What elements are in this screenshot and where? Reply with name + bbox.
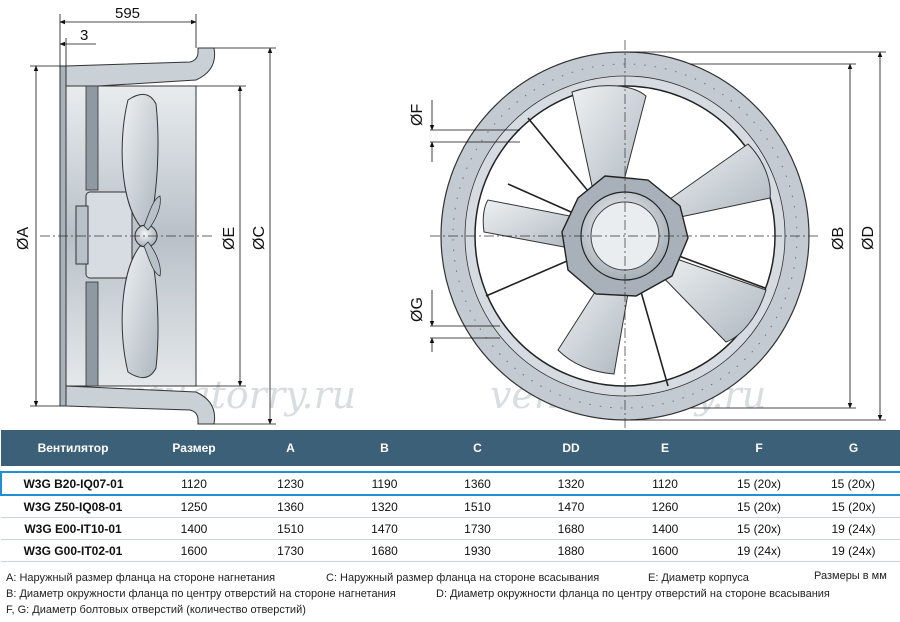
dim-3-label: 3 bbox=[80, 27, 88, 44]
label-dim-E: ØE bbox=[221, 227, 238, 250]
label-dim-A: ØA bbox=[15, 227, 32, 250]
legend-a: A: Наружный размер фланца на стороне наг… bbox=[6, 572, 276, 584]
front-blade-upper-right bbox=[659, 143, 771, 221]
header-e: E bbox=[618, 430, 712, 466]
fan-dimension-drawing: ventilatorry.ru ventilatorry.ru 595 3 bbox=[15, 5, 886, 430]
header-a: A bbox=[243, 430, 338, 466]
legend-b: B: Диаметр окружности фланца по центру о… bbox=[6, 588, 396, 600]
side-motor-front bbox=[75, 205, 89, 265]
header-b: B bbox=[338, 430, 431, 466]
side-motor bbox=[85, 191, 133, 279]
front-blade-lower-right bbox=[653, 255, 767, 343]
table-row[interactable]: W3G E00-IT10-01 1400 1510 1470 1730 1680… bbox=[1, 517, 900, 540]
table-row[interactable]: W3G B20-IQ07-01 1120 1230 1190 1360 1320… bbox=[0, 471, 900, 496]
dim-595-label: 595 bbox=[115, 5, 140, 22]
label-dim-C: ØC bbox=[251, 226, 268, 250]
front-blade-left bbox=[482, 199, 581, 251]
label-dim-G: ØG bbox=[409, 297, 426, 322]
front-blades bbox=[482, 85, 771, 375]
side-blade-mid-lower bbox=[143, 241, 161, 277]
table-row[interactable]: W3G Z50-IQ08-01 1250 1360 1320 1510 1470… bbox=[1, 495, 900, 518]
header-f: F bbox=[712, 430, 806, 466]
table-row[interactable]: W3G G00-IT02-01 1600 1730 1680 1930 1880… bbox=[1, 539, 900, 562]
label-dim-F: ØF bbox=[409, 104, 426, 126]
front-dimensions: ØF ØG ØB ØD bbox=[409, 51, 886, 421]
side-guard-bottom bbox=[85, 281, 99, 387]
side-guard-top bbox=[85, 85, 99, 191]
side-housing-bottom-flange bbox=[65, 385, 216, 425]
side-blade-mid-upper bbox=[143, 195, 161, 231]
front-blade-top bbox=[571, 85, 647, 201]
legend-fg: F, G: Диаметр болтовых отверстий (количе… bbox=[6, 604, 306, 616]
front-blade-bottom bbox=[557, 277, 631, 375]
legend-e: E: Диаметр корпуса bbox=[648, 572, 749, 584]
side-dimensions: 595 3 ØA ØE ØC bbox=[15, 5, 276, 425]
side-blade-upper bbox=[121, 94, 159, 227]
header-size: Размер bbox=[145, 430, 243, 466]
dimension-table: Вентилятор Размер A B C DD E F G W3G B20… bbox=[0, 430, 900, 562]
legend-units: Размеры в мм bbox=[814, 570, 887, 582]
label-dim-D: ØD bbox=[860, 226, 877, 250]
header-dd: DD bbox=[524, 430, 618, 466]
side-housing bbox=[65, 47, 216, 89]
label-dim-B: ØB bbox=[830, 227, 847, 250]
front-view bbox=[430, 40, 820, 430]
legend-d: D: Диаметр окружности фланца по центру о… bbox=[436, 588, 830, 600]
side-blade-lower bbox=[121, 245, 159, 378]
side-view bbox=[40, 47, 216, 425]
table-header-row: Вентилятор Размер A B C DD E F G bbox=[1, 430, 900, 466]
legend-c: C: Наружный размер фланца на стороне вса… bbox=[326, 572, 600, 584]
header-c: C bbox=[431, 430, 524, 466]
header-fan: Вентилятор bbox=[1, 430, 145, 466]
header-g: G bbox=[806, 430, 900, 466]
